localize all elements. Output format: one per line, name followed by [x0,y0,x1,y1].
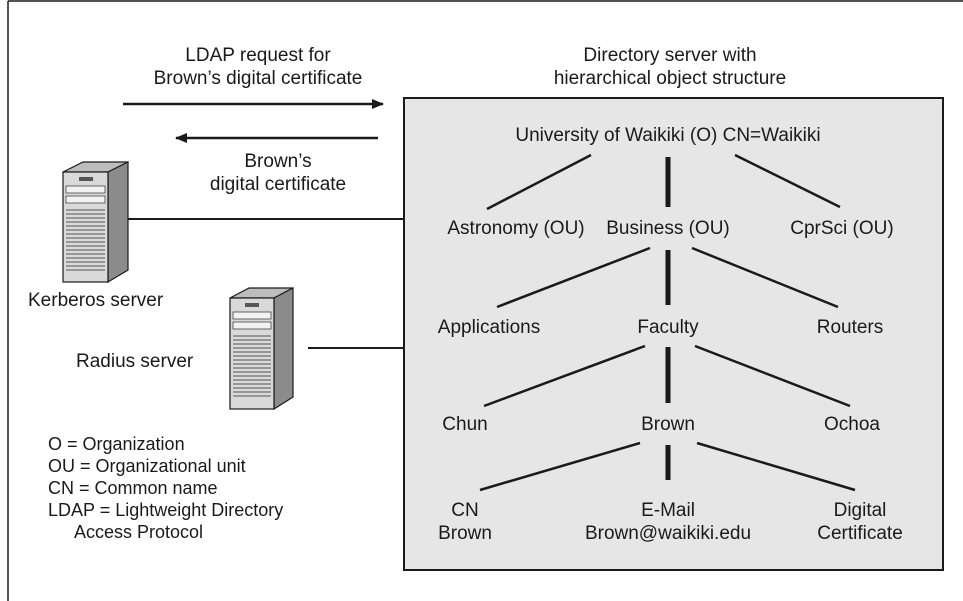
tree-node-astronomy: Astronomy (OU) [447,218,585,239]
tree-node-email-line-1: E-Mail [641,500,695,521]
edge-faculty-chun [483,344,646,408]
tree-node-applications: Applications [437,317,541,338]
legend: O = Organization OU = Organizational uni… [48,433,283,543]
radius-server-label: Radius server [76,351,194,372]
tree-node-cn-brown: CN Brown [425,499,505,545]
tree-node-root: University of Waikiki (O) CN=Waikiki [515,125,821,146]
legend-item-ou: OU = Organizational unit [48,456,246,476]
request-label: LDAP request for Brown’s digital certifi… [118,44,398,90]
tree-node-email: E-Mail Brown@waikiki.edu [568,499,768,545]
tree-node-chun: Chun [442,414,488,435]
edge-faculty-ochoa [694,344,851,408]
request-label-line-1: LDAP request for [185,45,331,66]
tree-edges [479,153,856,492]
legend-item-ldap-continued: Access Protocol [74,522,204,542]
tree-node-digital-certificate: Digital Certificate [800,499,920,545]
edge-brown-certificate [696,441,856,492]
directory-server-box [403,97,944,571]
tree-node-brown: Brown [641,414,695,435]
directory-label: Directory server with hierarchical objec… [520,44,820,90]
radius-server-icon [229,287,294,411]
directory-label-line-2: hierarchical object structure [553,68,787,89]
edge-root-astronomy [486,153,592,211]
response-label: Brown’s digital certificate [178,150,378,196]
kerberos-server-label: Kerberos server [28,290,164,311]
tree-node-faculty: Faculty [637,317,699,338]
request-label-line-2: Brown’s digital certificate [153,68,363,89]
edge-brown-cn [479,441,641,492]
legend-item-o: O = Organization [48,434,185,454]
tree-node-ochoa: Ochoa [824,414,880,435]
edge-root-cprsci [734,153,841,209]
tree-node-email-line-2: Brown@waikiki.edu [584,523,752,544]
tree-node-routers: Routers [816,317,884,338]
legend-item-ldap: LDAP = Lightweight Directory [48,500,284,520]
tree-node-digital-certificate-line-2: Certificate [817,523,903,544]
kerberos-server-icon [62,161,129,284]
tree-node-digital-certificate-line-1: Digital [833,500,887,521]
tree-node-cn-brown-line-2: Brown [438,523,492,544]
tree-node-business: Business (OU) [606,218,730,239]
edge-business-routers [691,246,839,309]
response-label-line-1: Brown’s [244,151,312,172]
tree-node-cprsci: CprSci (OU) [790,218,894,239]
legend-item-cn: CN = Common name [48,478,218,498]
edge-business-applications [496,246,651,309]
tree-node-cn-brown-line-1: CN [451,500,479,521]
directory-label-line-1: Directory server with [583,45,757,66]
response-label-line-2: digital certificate [209,174,347,195]
